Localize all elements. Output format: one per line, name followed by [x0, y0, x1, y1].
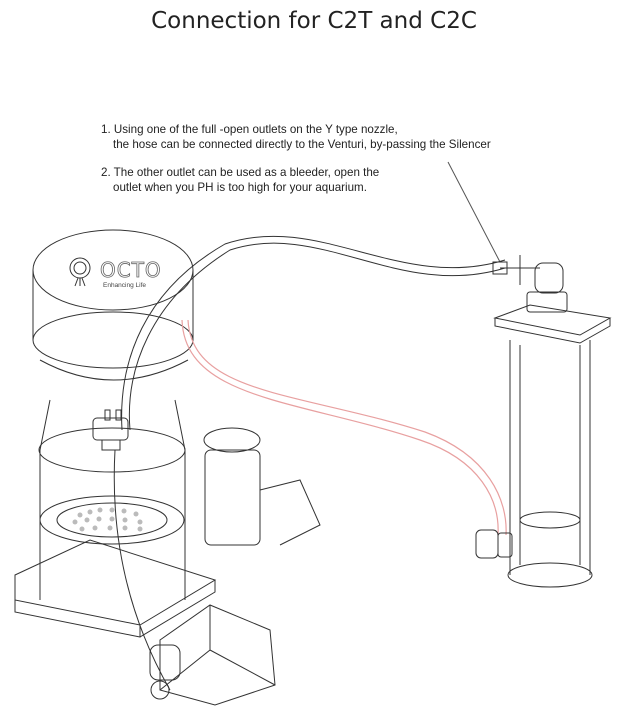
outlet-pipe — [203, 427, 321, 546]
leader-line — [447, 161, 501, 263]
venturi-valve — [92, 409, 129, 451]
grid-plate — [72, 507, 143, 532]
logo-tagline: Enhancing Life — [103, 282, 147, 289]
note-2-line-2: outlet when you PH is too high for your … — [113, 181, 367, 194]
note-2: 2. The other outlet can be used as a ble… — [101, 165, 379, 195]
logo-brand: OCTO — [100, 258, 162, 283]
recirculation-hose-2 — [187, 319, 507, 536]
hose-line — [113, 449, 171, 691]
protein-skimmer — [14, 229, 217, 638]
note-2-line-1: 2. The other outlet can be used as a ble… — [101, 166, 380, 179]
page-title: Connection for C2T and C2C — [151, 8, 477, 34]
air-hose-outer — [121, 235, 506, 431]
note-1: 1. Using one of the full -open outlets o… — [101, 122, 491, 152]
octo-logo-icon — [69, 257, 91, 287]
silencer-reactor — [475, 255, 612, 588]
air-hose — [128, 242, 506, 431]
recirculation-hose — [181, 319, 499, 536]
note-1-line-1: 1. Using one of the full -open outlets o… — [101, 123, 398, 136]
note-1-line-2: the hose can be connected directly to th… — [113, 138, 491, 151]
